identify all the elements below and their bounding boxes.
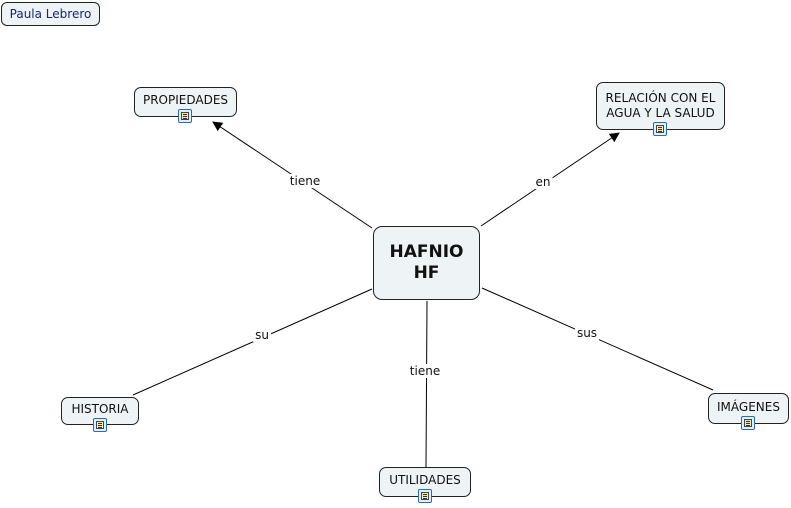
link-label-utilidades[interactable]: tiene: [407, 364, 443, 378]
concept-node-hafnio[interactable]: HAFNIO HF: [373, 226, 480, 300]
node-label: HISTORIA: [71, 402, 129, 416]
attached-resource-icon[interactable]: [741, 416, 755, 430]
center-line2: HF: [413, 263, 440, 283]
attached-resource-icon[interactable]: [93, 418, 107, 432]
node-label: UTILIDADES: [389, 473, 461, 487]
attached-resource-icon[interactable]: [418, 489, 432, 503]
node-label-line1: RELACIÓN CON EL: [605, 91, 716, 105]
author-node[interactable]: Paula Lebrero: [1, 2, 100, 26]
node-label-line2: AGUA Y LA SALUD: [606, 106, 715, 120]
link-line-utilidades: [425, 300, 428, 468]
link-label-historia[interactable]: su: [253, 328, 271, 342]
attached-resource-icon[interactable]: [653, 122, 667, 136]
link-label-relacion[interactable]: en: [533, 175, 553, 189]
attached-resource-icon[interactable]: [178, 109, 192, 123]
node-label: IMÁGENES: [717, 400, 780, 414]
node-label: PROPIEDADES: [142, 93, 229, 107]
link-line-historia: [132, 288, 373, 396]
link-label-propiedades[interactable]: tiene: [287, 174, 323, 188]
link-label-imagenes[interactable]: sus: [574, 326, 600, 340]
center-line1: HAFNIO: [389, 242, 464, 262]
